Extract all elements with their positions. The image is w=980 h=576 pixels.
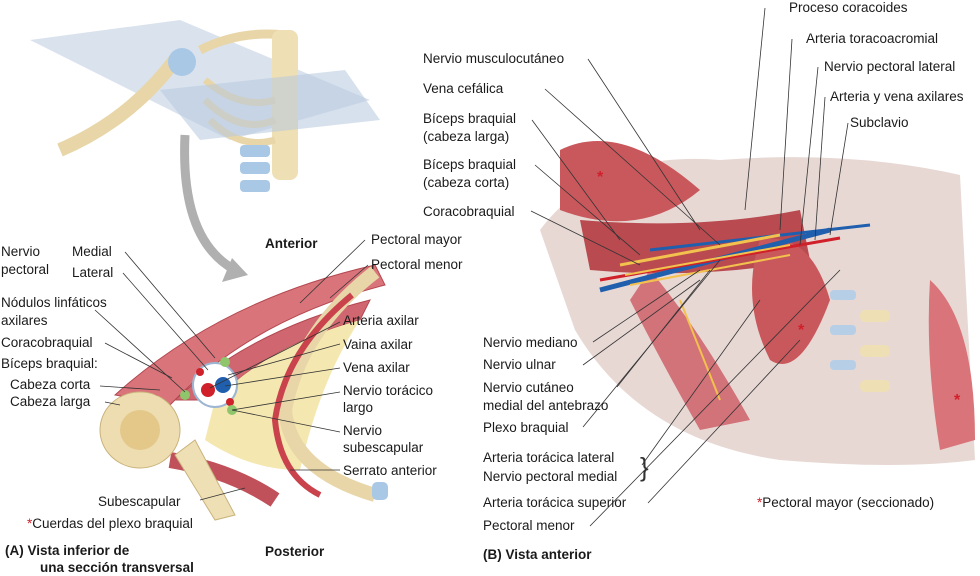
label-medial: Medial [72,244,112,259]
label-nodulos-2: axilares [1,313,48,328]
label-coracoides: Proceso coracoides [789,0,908,15]
label-mediano: Nervio mediano [483,335,578,350]
label-biceps-larga-1: Bíceps braquial [423,111,517,126]
label-subescapular: Subescapular [98,494,181,509]
label-biceps-corta-2: (cabeza corta) [423,175,510,190]
label-plexo: Plexo braquial [483,420,569,435]
legend-pectoral-seccionado: *Pectoral mayor (seccionado) [757,495,935,510]
skeleton-plane-figure [30,20,380,192]
label-biceps-a: Bíceps braquial: [1,356,98,371]
label-subclavio: Subclavio [850,115,909,130]
label-coracobraquial-b: Coracobraquial [423,204,515,219]
label-cutaneo-1: Nervio cutáneo [483,380,574,395]
label-nodulos-1: Nódulos linfáticos [1,295,107,310]
label-toracoacromial: Arteria toracoacromial [806,31,939,46]
label-axilares: Arteria y vena axilares [830,89,964,104]
label-pectoral-lateral: Nervio pectoral lateral [824,59,956,74]
label-pectoral-medial: Nervio pectoral medial [483,469,618,484]
label-pectoral-menor-a: Pectoral menor [371,257,463,272]
label-nervio-toracico-2: largo [343,400,374,415]
label-nervio-subescapular-1: Nervio [343,423,383,438]
svg-text:*: * [597,169,604,186]
caption-b: (B) Vista anterior [483,547,592,562]
caption-a-line1: (A) Vista inferior de [5,543,130,558]
label-nervio-pectoral-2: pectoral [1,262,50,277]
label-musculocutaneo: Nervio musculocutáneo [423,51,565,66]
orientation-anterior: Anterior [265,236,318,251]
label-cuerdas: *Cuerdas del plexo braquial [27,516,193,531]
label-cabeza-corta: Cabeza corta [10,377,91,392]
dissection-illustration [540,141,975,465]
label-toracica-lateral: Arteria torácica lateral [483,450,615,465]
brace: } [640,452,649,482]
label-nervio-pectoral-1: Nervio [1,244,41,259]
section-markers: * * * [597,169,961,409]
svg-text:*: * [954,392,961,409]
label-coracobraquial-a: Coracobraquial [1,335,93,350]
orientation-posterior: Posterior [265,544,325,559]
label-ulnar: Nervio ulnar [483,357,556,372]
label-nervio-subescapular-2: subescapular [343,440,424,455]
label-pectoral-menor-b: Pectoral menor [483,518,575,533]
label-pectoral-mayor-a: Pectoral mayor [371,232,462,247]
label-vena-axilar: Vena axilar [343,360,410,375]
label-biceps-larga-2: (cabeza larga) [423,129,510,144]
label-biceps-corta-1: Bíceps braquial [423,157,517,172]
leader-lines-a [94,239,369,501]
leader-lines-b [530,7,849,527]
svg-text:*: * [798,322,805,339]
direction-arrow [180,134,238,274]
label-arteria-axilar: Arteria axilar [343,313,419,328]
caption-a-line2: una sección transversal [40,560,194,575]
label-serrato: Serrato anterior [343,463,437,478]
label-nervio-toracico-1: Nervio torácico [343,383,434,398]
cross-section [99,264,388,521]
label-toracica-superior: Arteria torácica superior [483,495,627,510]
label-cabeza-larga: Cabeza larga [10,394,91,409]
label-vaina-axilar: Vaina axilar [343,337,413,352]
label-lateral: Lateral [72,265,114,280]
label-cefalica: Vena cefálica [423,81,504,96]
label-cutaneo-2: medial del antebrazo [483,398,609,413]
